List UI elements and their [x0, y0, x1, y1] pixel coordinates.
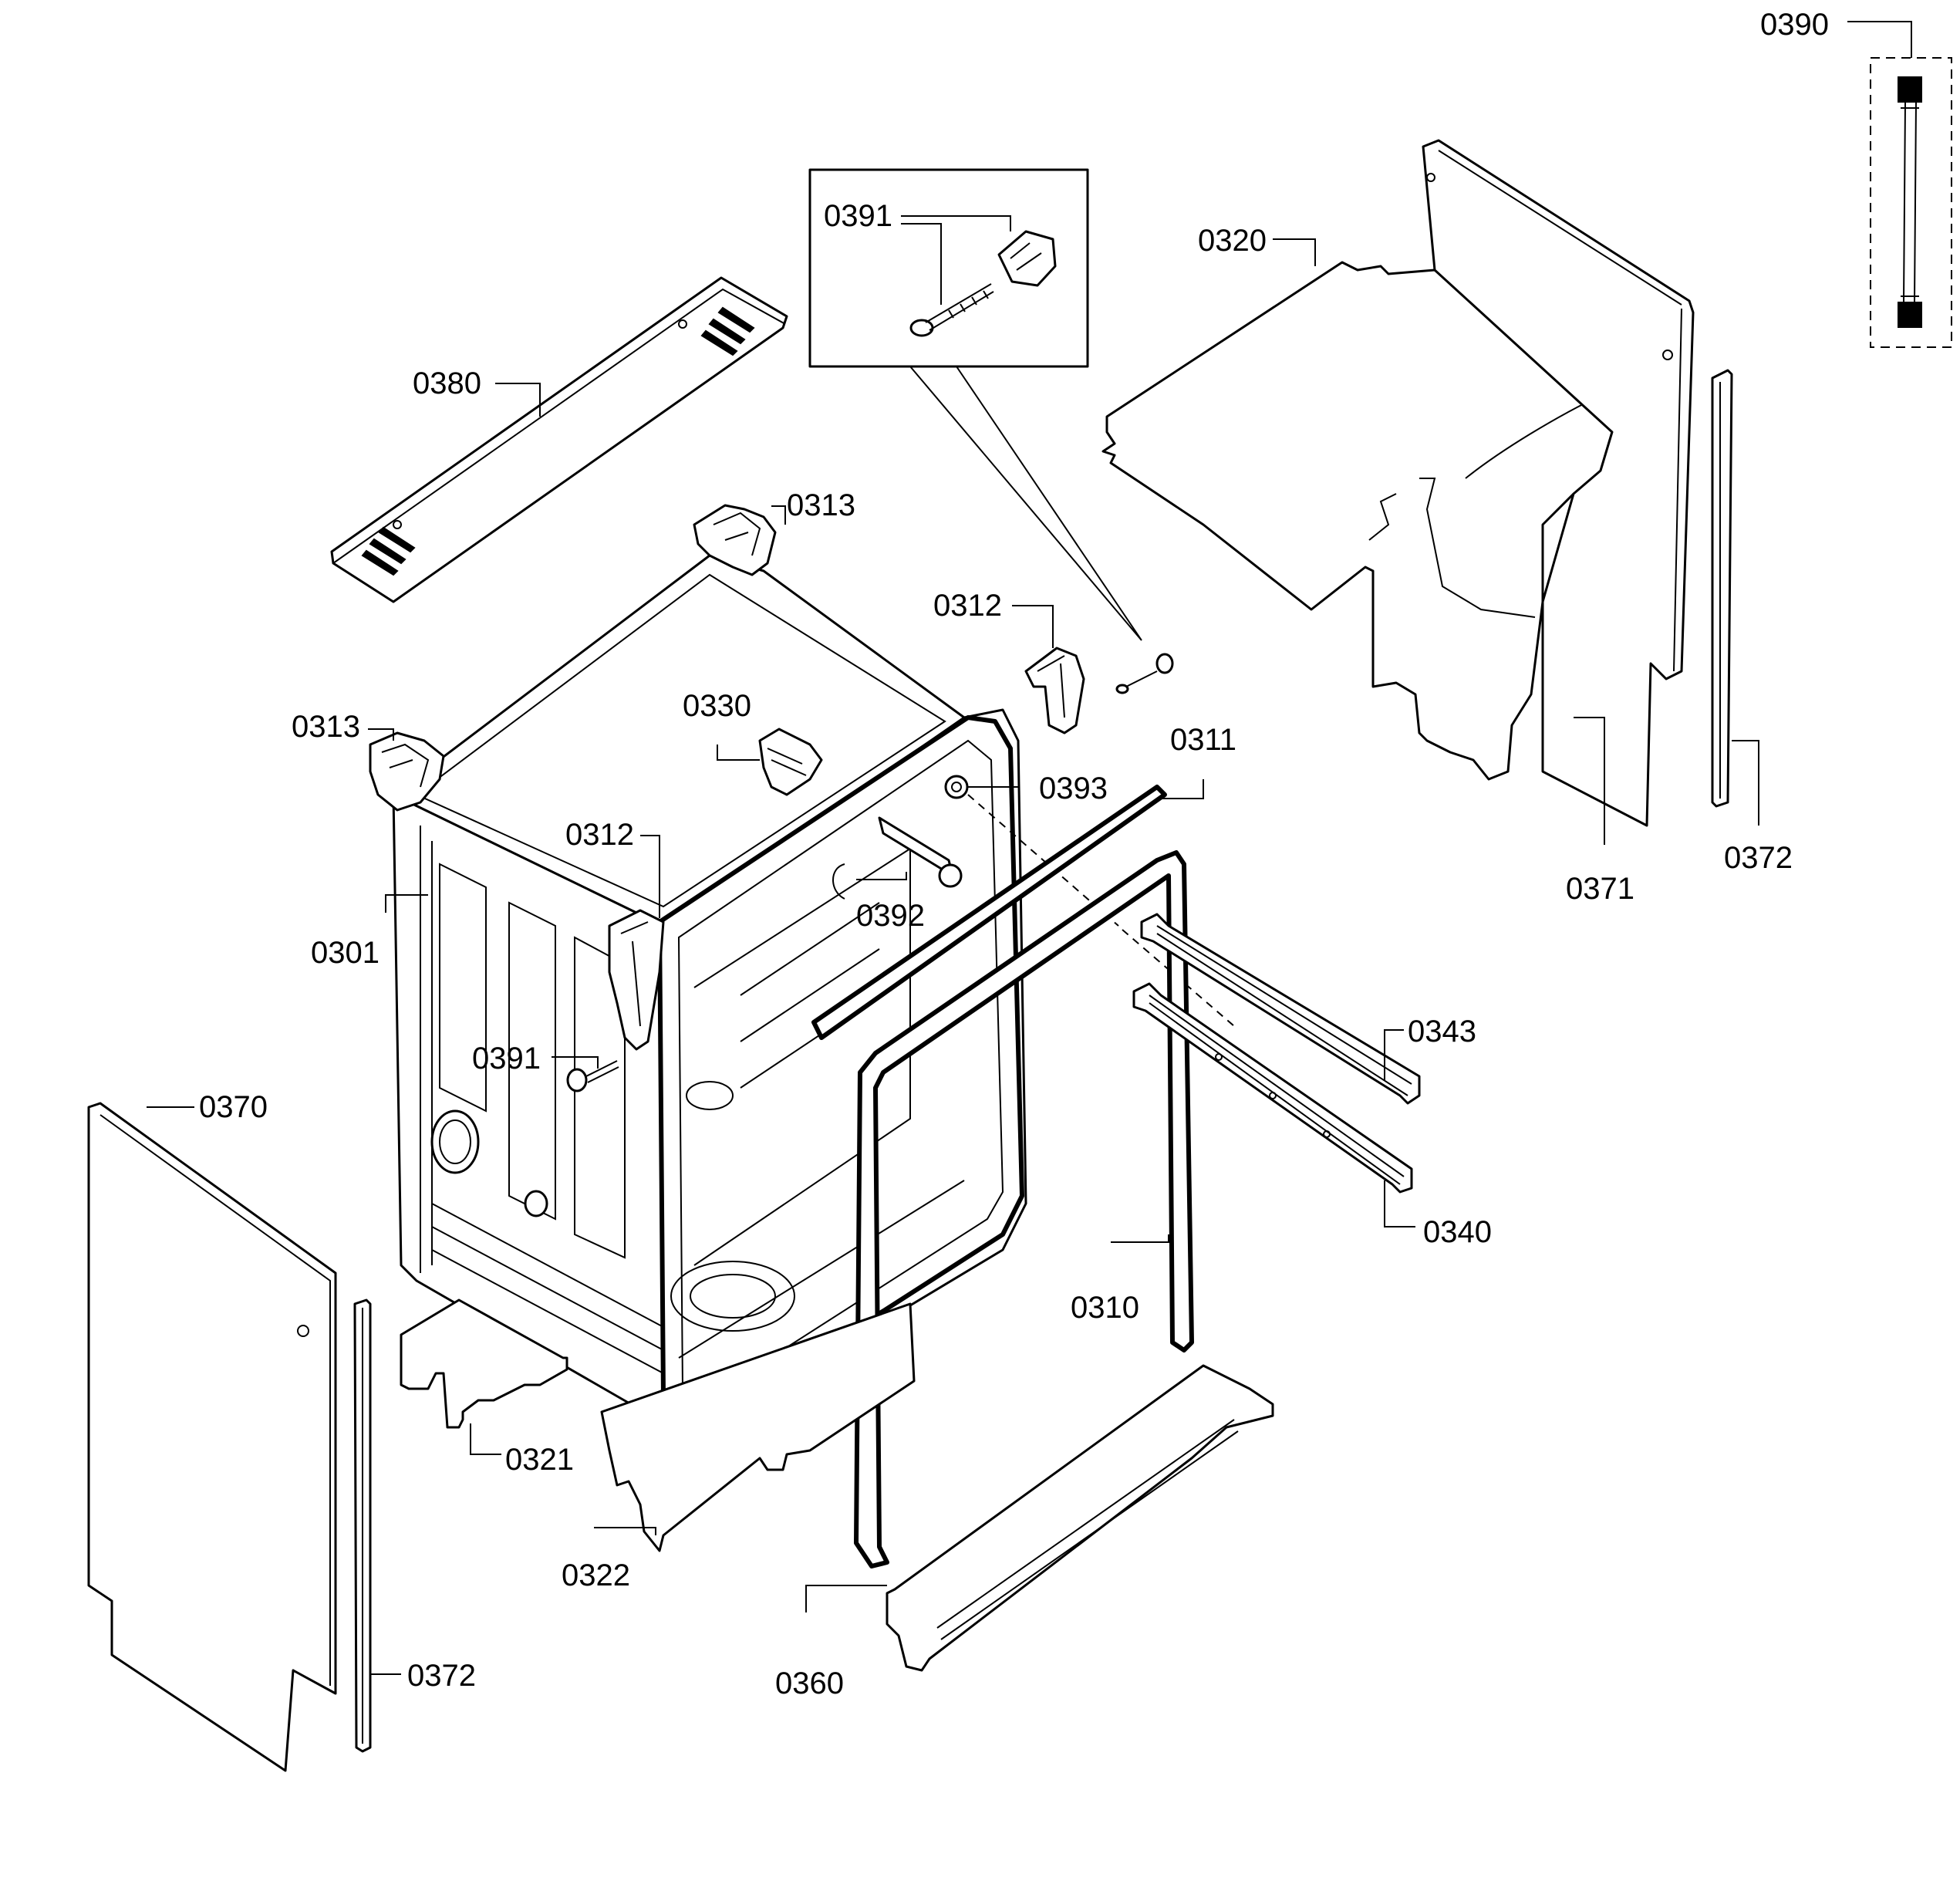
part-0390-hose [1870, 57, 1952, 348]
label-0391-body: 0391 [472, 1042, 541, 1076]
label-0391-inset: 0391 [824, 199, 892, 233]
label-0312-right: 0312 [933, 589, 1002, 623]
part-0322-front-insulation [600, 1302, 916, 1552]
label-0371: 0371 [1566, 872, 1634, 906]
part-0372-trim-left [353, 1298, 372, 1753]
leader-lines [147, 21, 1912, 1675]
label-0312-center: 0312 [565, 818, 634, 852]
label-0360: 0360 [775, 1666, 844, 1700]
label-0390: 0390 [1760, 8, 1829, 42]
part-0321-base-insulation [400, 1298, 568, 1429]
part-0312-hinge-right [1024, 647, 1174, 734]
part-labels: 0390 0391 0320 0380 0313 0312 0330 0311 … [199, 8, 1829, 1700]
label-0301: 0301 [311, 936, 380, 970]
part-0301-tub [392, 554, 1027, 1437]
label-0320: 0320 [1198, 224, 1267, 258]
label-0330: 0330 [683, 689, 751, 723]
part-0360-toe-kick [886, 1364, 1274, 1672]
part-0392-fitting [832, 816, 963, 900]
label-0321: 0321 [505, 1443, 574, 1477]
label-0313-left: 0313 [292, 710, 360, 744]
label-0340: 0340 [1423, 1215, 1492, 1249]
part-0311-seal-top [811, 785, 1167, 1040]
label-0380: 0380 [413, 366, 481, 400]
label-0392: 0392 [856, 899, 925, 933]
part-0391-screw [566, 1060, 619, 1092]
part-0391-inset [808, 168, 1142, 641]
label-0311: 0311 [1170, 723, 1236, 757]
part-0370-side-panel [87, 1102, 337, 1772]
part-0371-side-panel [1422, 139, 1695, 827]
label-0393: 0393 [1039, 772, 1108, 805]
part-0313-bracket-left [369, 731, 445, 812]
label-0372-right: 0372 [1724, 841, 1793, 875]
part-0340-rail [1132, 982, 1413, 1194]
clip-icon [997, 230, 1057, 287]
part-0372-trim-right [1711, 369, 1733, 808]
label-0372-left: 0372 [407, 1659, 476, 1693]
label-0370: 0370 [199, 1090, 268, 1124]
label-0313-top: 0313 [787, 488, 855, 522]
part-0380-top-plate [330, 276, 788, 603]
part-0330-latch [758, 728, 823, 796]
label-0310: 0310 [1071, 1291, 1139, 1325]
screw-icon [909, 283, 994, 337]
part-0313-bracket-top [693, 504, 777, 576]
label-0343: 0343 [1408, 1015, 1476, 1048]
part-0312-hinge-center [608, 909, 665, 1051]
label-0322: 0322 [562, 1558, 630, 1592]
part-0343-rail [1140, 913, 1421, 1105]
